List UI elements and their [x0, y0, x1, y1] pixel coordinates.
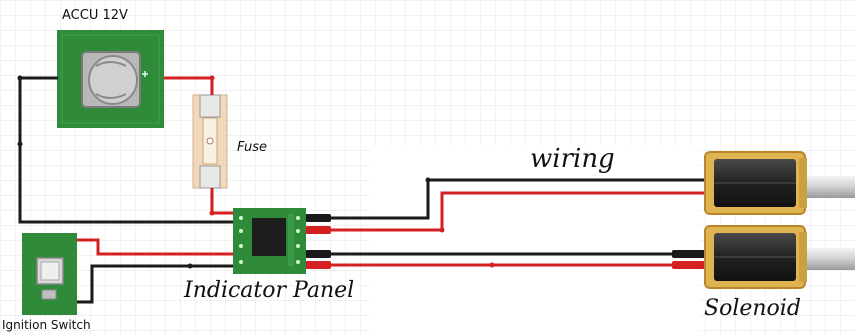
- wire-ignition-black: [72, 264, 233, 304]
- wire-end: [305, 226, 331, 234]
- wire-node: [209, 210, 215, 216]
- wire-node: [17, 141, 23, 147]
- wire-node: [439, 227, 445, 233]
- indicator-panel-module: [233, 208, 306, 274]
- fuse-holder: [192, 94, 228, 189]
- wire-node: [489, 262, 495, 268]
- wire-end: [305, 261, 331, 269]
- indicator-panel-label: Indicator Panel: [184, 278, 355, 303]
- wire-battery-negative: [18, 76, 233, 224]
- blank-background: [370, 145, 700, 335]
- wire-node: [17, 75, 23, 81]
- wire-end: [305, 214, 331, 222]
- wire-end: [672, 261, 710, 269]
- solenoid-2: [704, 225, 855, 289]
- battery-module: [57, 30, 164, 128]
- ignition-switch-label: Ignition Switch: [2, 318, 91, 332]
- fuse-label: Fuse: [237, 140, 267, 155]
- wire-end: [305, 250, 331, 258]
- solenoid-1: [704, 151, 855, 215]
- wire-node: [209, 75, 215, 81]
- wire-node: [187, 263, 193, 269]
- solenoid-label: Solenoid: [704, 296, 801, 321]
- wiring-label: wiring: [530, 144, 615, 174]
- wire-node: [425, 177, 431, 183]
- ignition-switch-module: [22, 233, 77, 315]
- wire-ignition-red: [72, 238, 233, 256]
- wire-end: [672, 250, 710, 258]
- battery-label: ACCU 12V: [62, 8, 128, 23]
